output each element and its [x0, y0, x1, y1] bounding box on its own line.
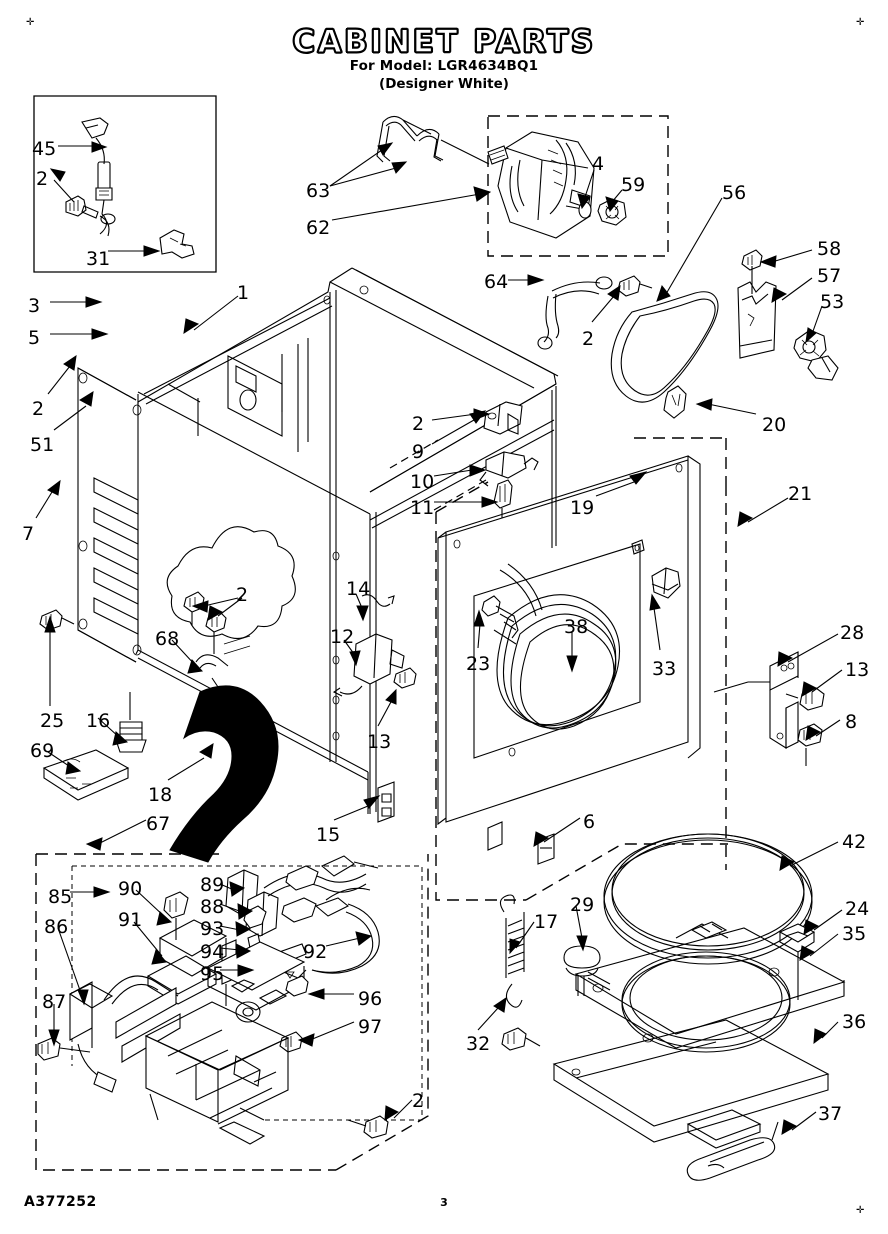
- callout-number-13b: 13: [845, 659, 870, 681]
- page-number: 3: [440, 1196, 448, 1209]
- callout-number-69: 69: [30, 740, 55, 762]
- callout-number-42: 42: [842, 831, 867, 853]
- color-variant-line: (Designer White): [379, 76, 509, 92]
- callout-number-91: 91: [118, 909, 143, 931]
- callout-number-53: 53: [820, 291, 845, 313]
- roller-53: [794, 330, 838, 380]
- page-title: CABINET PARTS: [292, 23, 596, 61]
- callout-number-9: 9: [412, 441, 425, 463]
- callout-number-92: 92: [303, 941, 328, 963]
- burner-dashed-inner: [72, 866, 422, 1120]
- drive-belt: [611, 292, 718, 402]
- front-panel-dashed-top: [634, 438, 726, 484]
- registration-mark-top-right: ✛: [856, 17, 865, 28]
- callout-number-35: 35: [842, 923, 867, 945]
- callout-number-62: 62: [306, 217, 331, 239]
- callout-number-93: 93: [200, 918, 225, 940]
- callout-number-31: 31: [86, 248, 111, 270]
- callout-number-14: 14: [346, 578, 371, 600]
- burner-dashed-outer: [36, 854, 336, 1170]
- callout-number-15: 15: [316, 824, 341, 846]
- callout-number-58: 58: [817, 238, 842, 260]
- callout-number-8: 8: [845, 711, 858, 733]
- callout-number-88: 88: [200, 896, 225, 918]
- callout-number-2c: 2: [32, 398, 45, 420]
- registration-mark-top-left: ✛: [26, 17, 35, 28]
- motor-dashed-enclosure: [488, 116, 668, 256]
- leader-lines: [36, 143, 842, 1134]
- bottom-panel: [554, 1020, 828, 1180]
- model-line: For Model: LGR4634BQ1: [349, 58, 539, 74]
- callout-number-38: 38: [564, 616, 589, 638]
- callout-number-6: 6: [583, 811, 596, 833]
- callout-number-2e: 2: [412, 413, 425, 435]
- callout-number-7: 7: [22, 523, 35, 545]
- callout-number-29: 29: [570, 894, 595, 916]
- callout-number-18: 18: [148, 784, 173, 806]
- hinge-bracket: [714, 652, 824, 766]
- callout-number-10: 10: [410, 471, 435, 493]
- callout-number-64: 64: [484, 271, 509, 293]
- callout-number-32: 32: [466, 1033, 491, 1055]
- cabinet-body: [78, 268, 558, 814]
- callout-number-2b: 2: [582, 328, 595, 350]
- callout-number-17: 17: [534, 911, 559, 933]
- switch-stack: [480, 402, 538, 518]
- drawing-code: A377252: [24, 1194, 97, 1210]
- callout-number-28: 28: [840, 622, 865, 644]
- callout-number-51: 51: [30, 434, 55, 456]
- callout-number-87: 87: [42, 991, 67, 1013]
- drive-motor: [488, 132, 594, 238]
- callout-number-11: 11: [410, 497, 435, 519]
- callout-number-1: 1: [237, 282, 250, 304]
- callout-number-86: 86: [44, 916, 69, 938]
- callout-number-36: 36: [842, 1011, 867, 1033]
- callout-number-37: 37: [818, 1103, 843, 1125]
- callout-number-23: 23: [466, 653, 491, 675]
- drum-front-ring: [604, 834, 812, 964]
- callout-number-21: 21: [788, 483, 813, 505]
- callout-number-96: 96: [358, 988, 383, 1010]
- callout-number-57: 57: [817, 265, 842, 287]
- callout-number-2d: 2: [236, 584, 249, 606]
- callout-number-56: 56: [722, 182, 747, 204]
- callout-number-94: 94: [200, 941, 225, 963]
- callout-number-90: 90: [118, 878, 143, 900]
- registration-mark-bottom-right: ✛: [856, 1205, 865, 1216]
- front-panel-dashed-left: [436, 512, 526, 900]
- callout-number-59: 59: [621, 174, 646, 196]
- callout-number-4: 4: [592, 153, 605, 175]
- callout-number-13a: 13: [367, 731, 392, 753]
- callout-number-25: 25: [40, 710, 65, 732]
- callout-number-95: 95: [200, 963, 225, 985]
- callout-number-3: 3: [28, 295, 41, 317]
- burner-assembly: [38, 856, 388, 1144]
- callout-number-20: 20: [762, 414, 787, 436]
- callout-number-67: 67: [146, 813, 171, 835]
- front-panel: [438, 456, 700, 864]
- callout-number-97: 97: [358, 1016, 383, 1038]
- callout-number-85: 85: [48, 886, 73, 908]
- callout-number-89: 89: [200, 874, 225, 896]
- callout-number-16: 16: [86, 710, 111, 732]
- callout-number-19: 19: [570, 497, 595, 519]
- door-switch: [334, 595, 416, 696]
- callout-number-2f: 2: [412, 1090, 425, 1112]
- callout-number-5: 5: [28, 327, 41, 349]
- callout-number-12: 12: [330, 626, 355, 648]
- callout-number-63: 63: [306, 180, 331, 202]
- inset-box-thermostat: [34, 96, 216, 272]
- callout-number-68: 68: [155, 628, 180, 650]
- callout-number-45: 45: [32, 138, 57, 160]
- callout-number-33: 33: [652, 658, 677, 680]
- callout-number-2a: 2: [36, 168, 49, 190]
- callout-number-24: 24: [845, 898, 870, 920]
- top-panel: [576, 924, 844, 1052]
